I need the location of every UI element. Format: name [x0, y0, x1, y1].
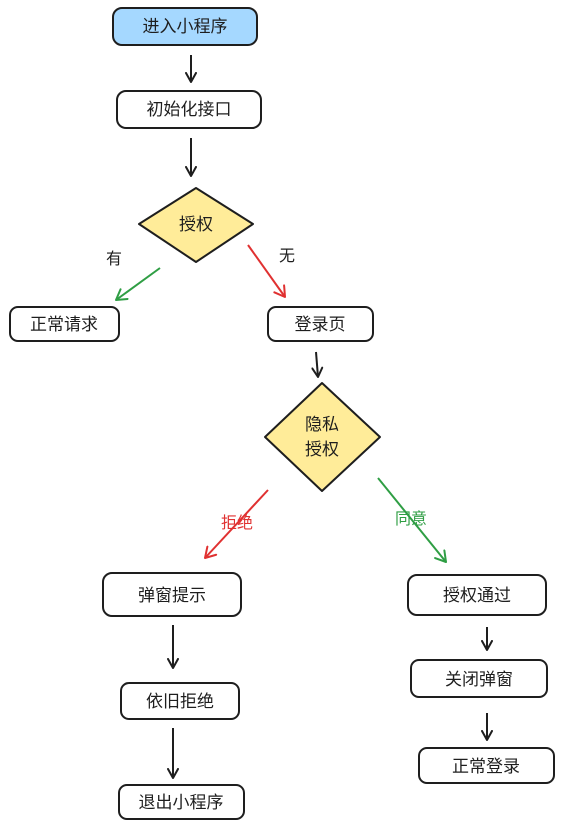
- node-privacy-label-line2: 授权: [305, 440, 339, 460]
- node-still-refuse-label: 依旧拒绝: [146, 692, 214, 712]
- edge-label-has: 有: [106, 249, 122, 268]
- node-auth-label: 授权: [179, 215, 213, 235]
- arrow-privacy-to-popup: [204, 489, 269, 559]
- arrow-privacy-to-auth-pass: [377, 477, 447, 563]
- node-privacy-label-line1: 隐私: [305, 415, 339, 435]
- node-login-page: 登录页: [267, 306, 374, 342]
- edge-label-none: 无: [279, 246, 295, 265]
- arrow-login-to-privacy: [311, 351, 324, 378]
- node-start: 进入小程序: [112, 7, 258, 46]
- arrow-auth-to-normal-request: [115, 267, 161, 301]
- node-init: 初始化接口: [116, 90, 262, 129]
- node-popup-tip: 弹窗提示: [102, 572, 242, 617]
- node-popup-tip-label: 弹窗提示: [138, 586, 206, 606]
- node-normal-request: 正常请求: [9, 306, 120, 342]
- node-auth-pass-label: 授权通过: [443, 586, 511, 606]
- arrow-auth-to-login-page: [247, 244, 286, 298]
- node-auth-pass: 授权通过: [407, 574, 547, 616]
- node-normal-login: 正常登录: [418, 747, 555, 784]
- node-exit: 退出小程序: [118, 784, 245, 820]
- node-login-page-label: 登录页: [295, 315, 346, 335]
- edge-label-agree: 同意: [395, 509, 427, 528]
- node-still-refuse: 依旧拒绝: [120, 682, 240, 720]
- node-init-label: 初始化接口: [147, 100, 232, 120]
- node-start-label: 进入小程序: [143, 17, 228, 37]
- edge-label-refuse: 拒绝: [221, 513, 253, 532]
- node-close-popup-label: 关闭弹窗: [445, 670, 513, 690]
- node-close-popup: 关闭弹窗: [410, 659, 548, 698]
- node-exit-label: 退出小程序: [139, 793, 224, 813]
- node-privacy-decision: 隐私 授权: [264, 382, 381, 492]
- node-auth-decision: 授权: [138, 187, 254, 263]
- node-normal-login-label: 正常登录: [452, 757, 520, 777]
- node-normal-request-label: 正常请求: [30, 315, 98, 335]
